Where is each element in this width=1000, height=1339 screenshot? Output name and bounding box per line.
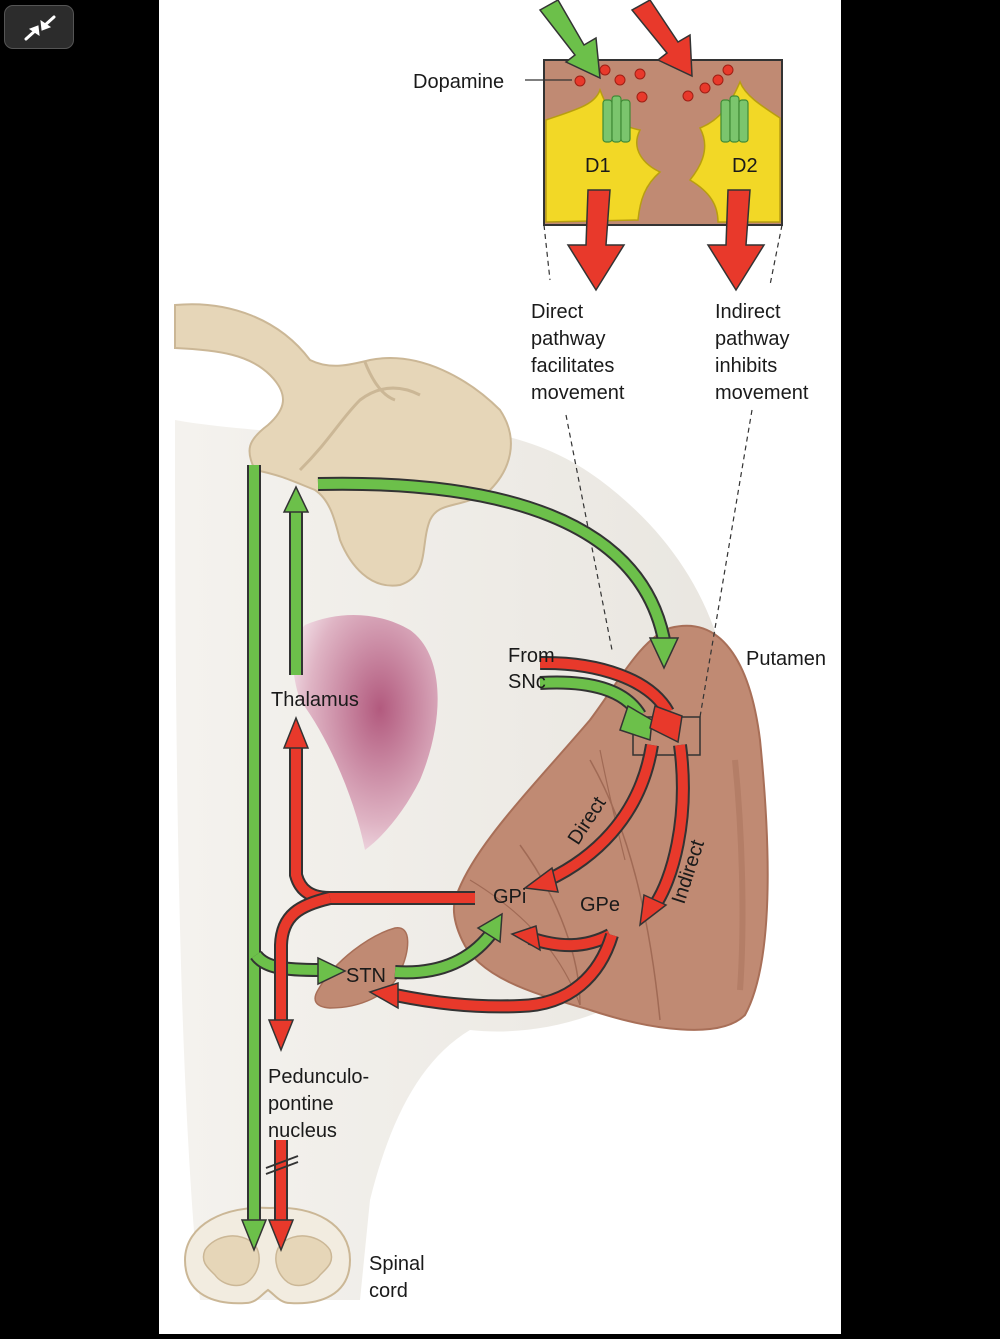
thalamus-shape xyxy=(293,614,438,850)
gpi-label: GPi xyxy=(493,886,526,908)
basal-ganglia-figure: Dopamine D1 D2 Direct pathway facilitate… xyxy=(159,0,841,1334)
ppn-label-1: Pedunculo- xyxy=(268,1066,369,1088)
ppn-label-3: nucleus xyxy=(268,1120,337,1142)
spinal-cord-label-2: cord xyxy=(369,1280,408,1302)
inhibitory-pathways xyxy=(274,655,690,1225)
putamen-label: Putamen xyxy=(746,648,826,670)
collapse-button[interactable] xyxy=(4,5,74,49)
direct-caption-1: Direct xyxy=(531,301,584,323)
d2-label: D2 xyxy=(732,155,758,177)
direct-caption-3: facilitates xyxy=(531,355,614,377)
indirect-caption-3: inhibits xyxy=(715,355,777,377)
spinal-cord-label-1: Spinal xyxy=(369,1253,425,1275)
collapse-arrows-icon xyxy=(24,15,56,41)
spinal-cord-shape xyxy=(183,1206,352,1305)
from-snc-label-1: From xyxy=(508,645,555,667)
dopamine-input-arrows xyxy=(538,0,693,80)
d2-output-arrow xyxy=(706,189,766,292)
gpe-label: GPe xyxy=(580,894,620,916)
direct-caption-4: movement xyxy=(531,382,625,404)
d1-label: D1 xyxy=(585,155,611,177)
indirect-caption-1: Indirect xyxy=(715,301,781,323)
excitatory-pathways xyxy=(247,465,671,1225)
synapse-inset xyxy=(543,59,783,226)
dopamine-label: Dopamine xyxy=(413,71,504,93)
ppn-label-2: pontine xyxy=(268,1093,334,1115)
from-snc-label-2: SNc xyxy=(508,671,546,693)
d1-output-arrow xyxy=(566,189,626,292)
cortex xyxy=(174,303,512,587)
direct-caption-2: pathway xyxy=(531,328,606,350)
thalamus-label: Thalamus xyxy=(271,689,359,711)
basal-ganglia-diagram: Dopamine D1 D2 Direct pathway facilitate… xyxy=(174,0,826,1305)
stn-label: STN xyxy=(346,965,386,987)
indirect-caption-2: pathway xyxy=(715,328,790,350)
indirect-caption-4: movement xyxy=(715,382,809,404)
